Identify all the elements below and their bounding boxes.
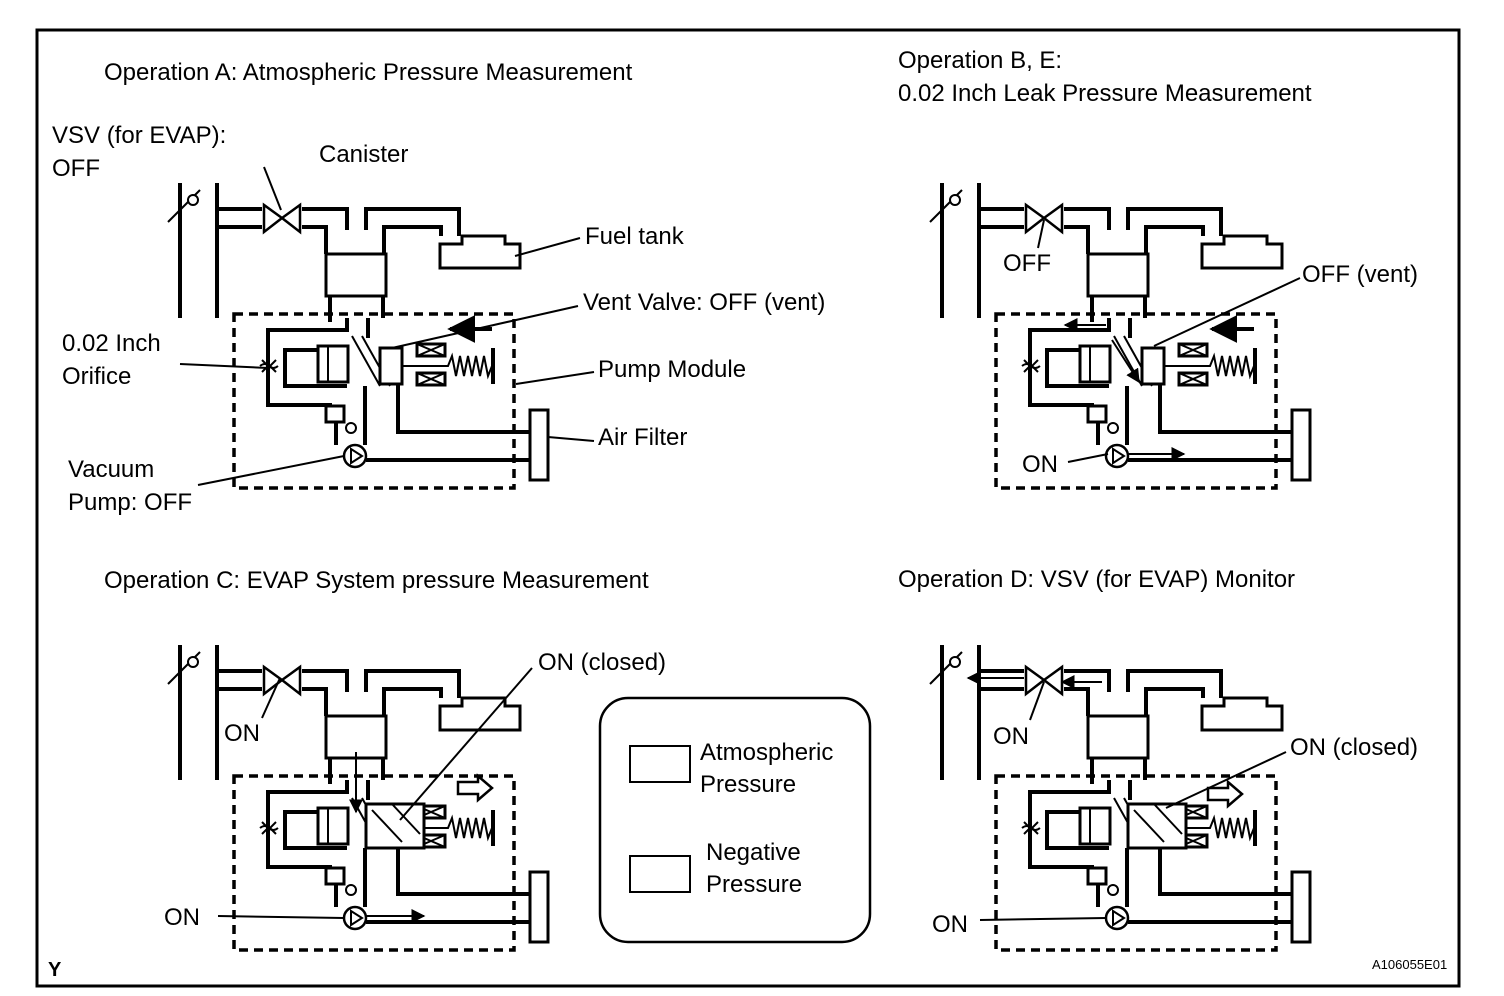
vsv-label: VSV (for EVAP): [52,122,226,149]
vsv-state-c: ON [224,720,260,747]
corner-letter: Y [48,959,62,981]
title-operation-a: Operation A: Atmospheric Pressure Measur… [104,59,633,86]
legend-swatch-negative [629,855,691,893]
air-filter-label: Air Filter [598,424,687,451]
pump-state-c: ON [164,904,200,931]
orifice-label-line1: 0.02 Inch [62,330,161,357]
legend-box [598,696,872,944]
pump-state-d: ON [932,911,968,938]
legend-atmospheric-line1: Atmospheric [700,739,833,766]
title-operation-b-line1: Operation B, E: [898,47,1062,74]
legend-negative-line2: Pressure [706,871,802,898]
schematic-operation-a [166,181,550,490]
panel-operation-d: Operation D: VSV (for EVAP) Monitor ON O… [898,566,1418,952]
vent-state-c: ON (closed) [538,649,666,676]
vsv-state-a: OFF [52,155,100,182]
vacuum-pump-label-line1: Vacuum [68,456,154,483]
vent-valve-label: Vent Valve: OFF (vent) [583,289,825,316]
title-operation-c: Operation C: EVAP System pressure Measur… [104,567,649,594]
panel-operation-c: Operation C: EVAP System pressure Measur… [104,567,666,952]
canister-label: Canister [319,141,408,168]
vsv-state-d: ON [993,723,1029,750]
legend: Atmospheric Pressure Negative Pressure [598,696,872,944]
legend-negative-line1: Negative [706,839,801,866]
vent-state-d: ON (closed) [1290,734,1418,761]
legend-atmospheric-line2: Pressure [700,771,796,798]
orifice-label-line2: Orifice [62,363,131,390]
figure-frame [35,28,1461,988]
panel-operation-a: Operation A: Atmospheric Pressure Measur… [52,59,825,516]
title-operation-b-line2: 0.02 Inch Leak Pressure Measurement [898,80,1312,107]
vsv-state-b: OFF [1003,250,1051,277]
vent-state-b: OFF (vent) [1302,261,1418,288]
pump-state-b: ON [1022,451,1058,478]
pump-module-label: Pump Module [598,356,746,383]
schematic-operation-d [928,643,1312,952]
legend-swatch-atmospheric [629,745,691,783]
panel-operation-b: Operation B, E: 0.02 Inch Leak Pressure … [898,47,1418,490]
figure-code: A106055E01 [1372,957,1447,972]
schematic-operation-c [166,643,550,952]
schematic-operation-b [928,181,1312,490]
fuel-tank-label: Fuel tank [585,223,685,250]
title-operation-d: Operation D: VSV (for EVAP) Monitor [898,566,1295,593]
vacuum-pump-label-line2: Pump: OFF [68,489,192,516]
